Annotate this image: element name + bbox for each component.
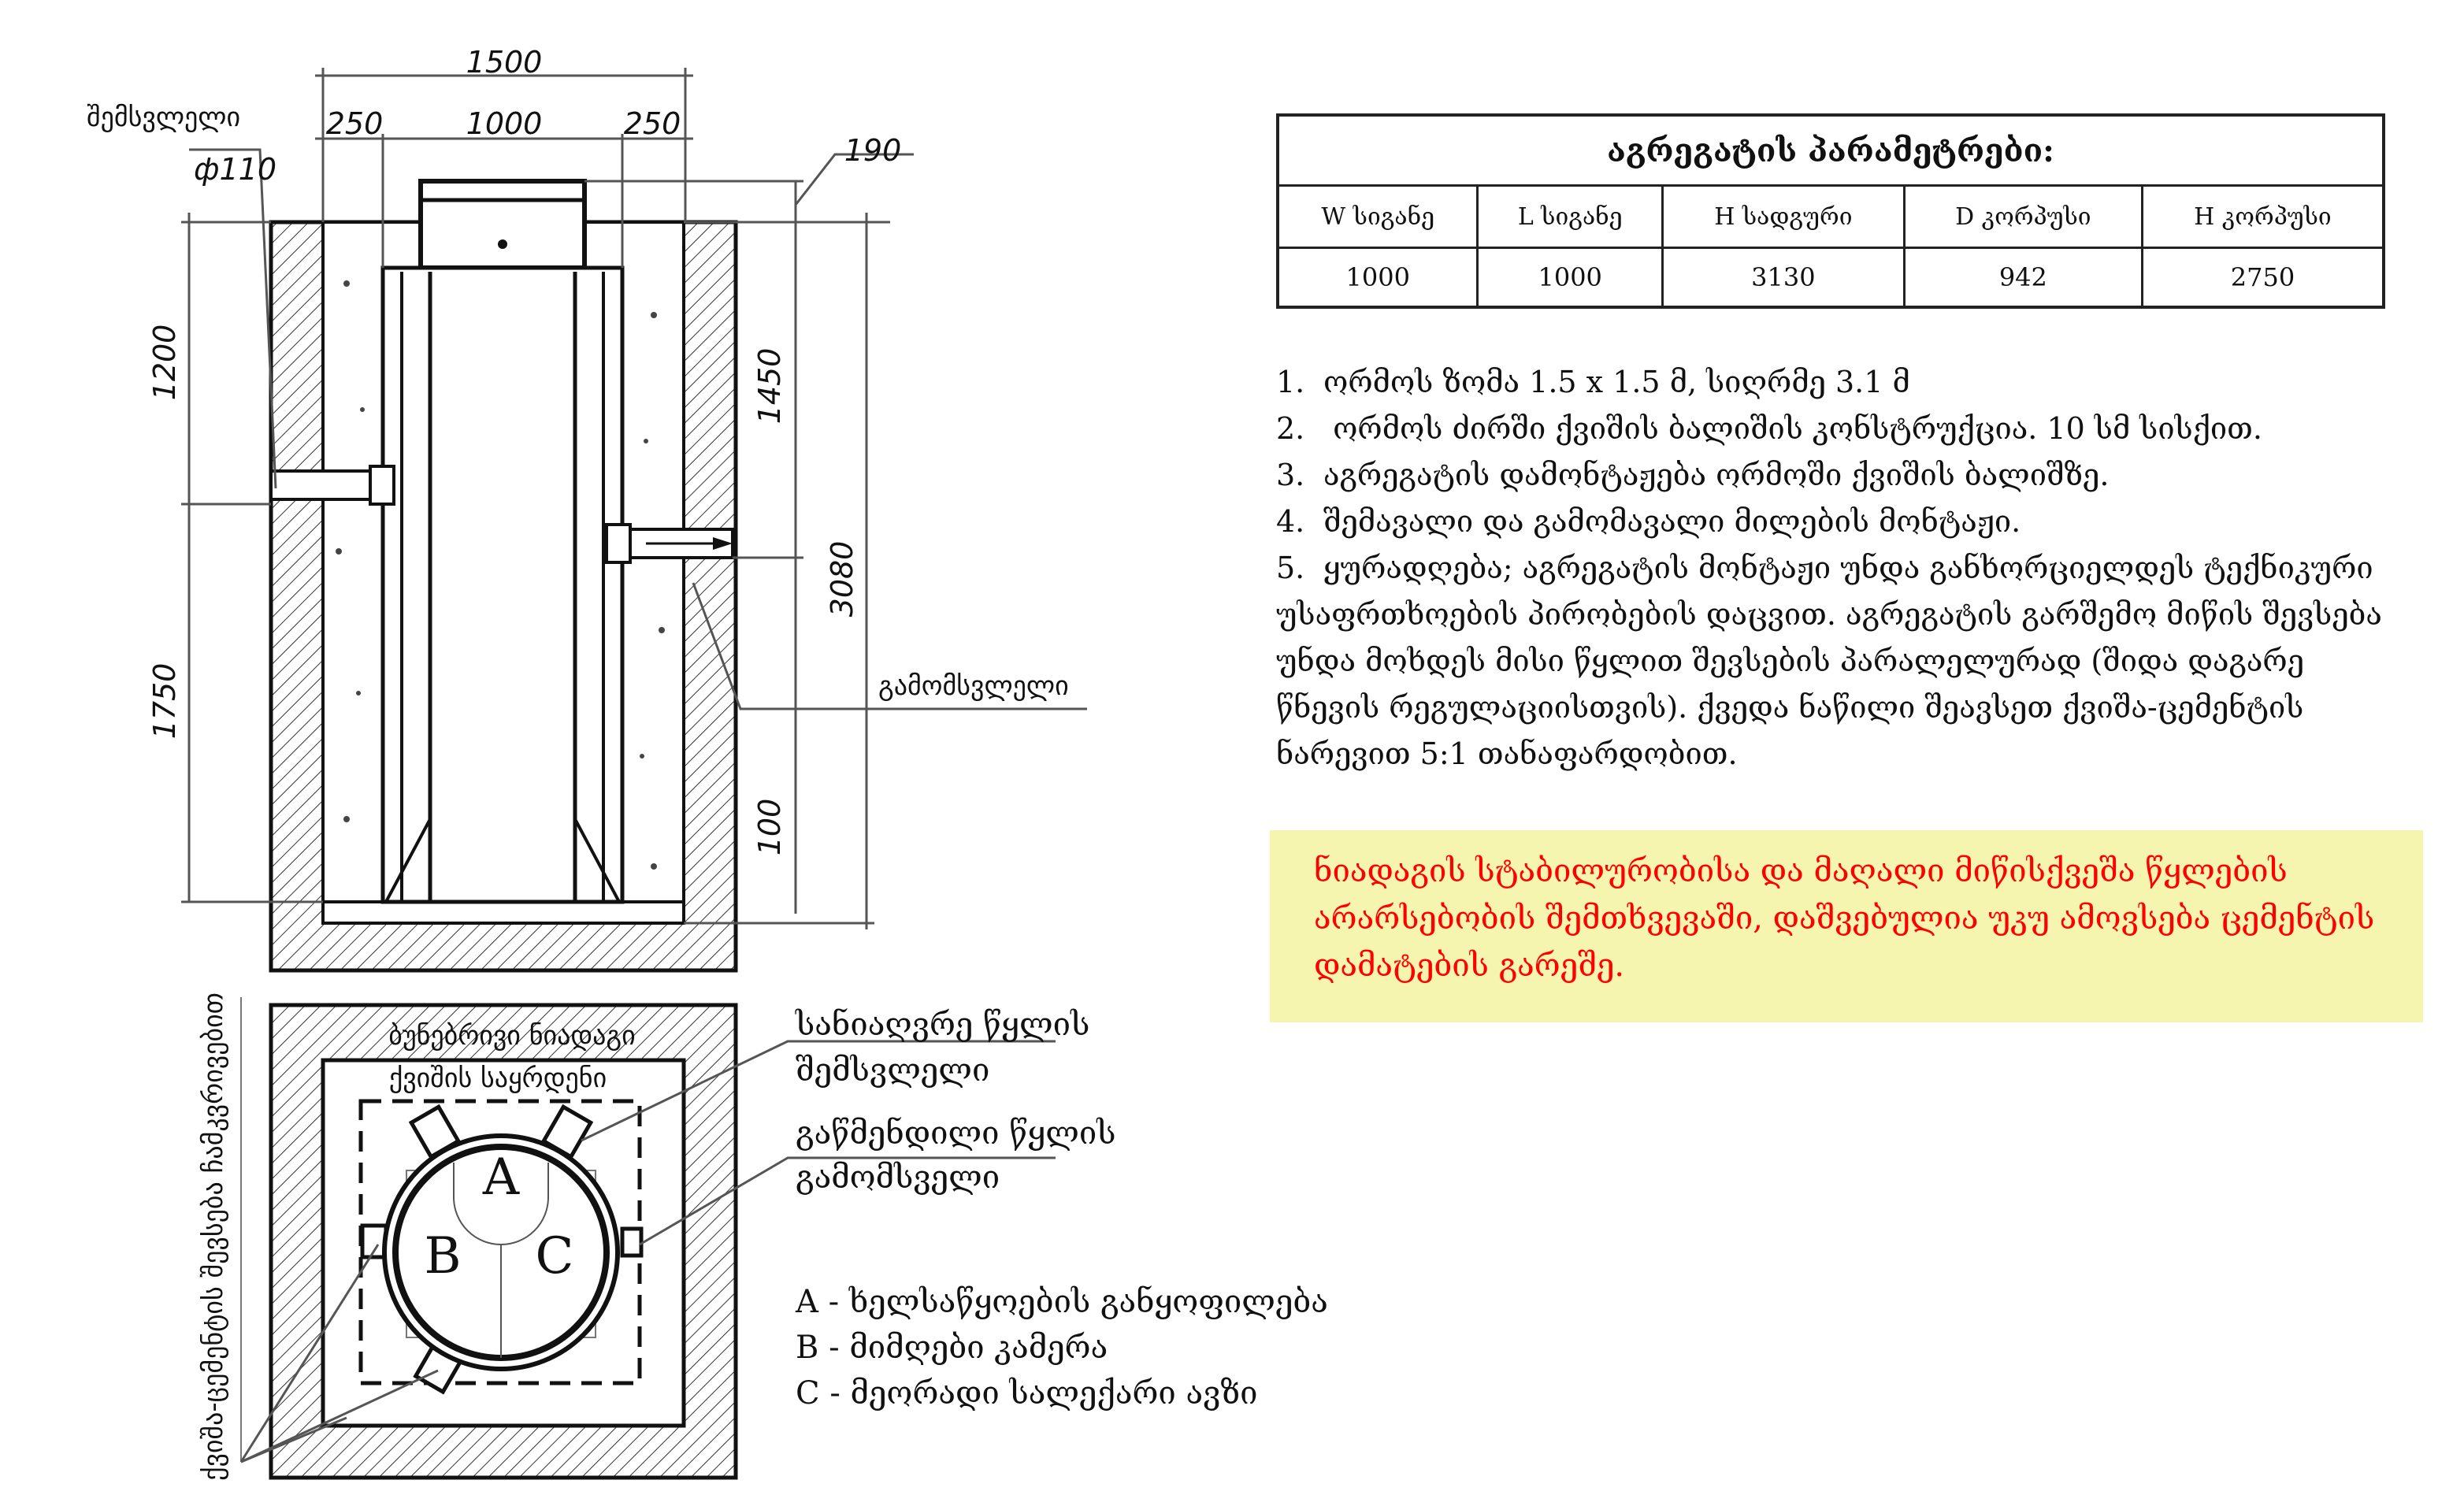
note-text: ორმოს ზომა 1.5 x 1.5 მ, სიღრმე 3.1 მ (1323, 365, 1910, 399)
dim-lower-left: 1750 (147, 663, 182, 740)
table-title: აგრეგატის პარამეტრები: (1276, 113, 2385, 187)
note-number: 2. (1276, 411, 1305, 446)
table-header: W სიგანე (1276, 184, 1479, 249)
dim-total-width: 1500 (466, 45, 543, 80)
pipe-diameter: ф110 (194, 152, 276, 187)
table-header: H სადგური (1661, 184, 1906, 249)
dim-side-left: 250 (326, 106, 384, 141)
natural-soil-label: ბუნებრივი ნიადაგი (388, 1020, 636, 1052)
outlet-label: გამომსვლელი (878, 670, 1069, 702)
note-text: შემავალი და გამომავალი მილების მონტაჟი. (1323, 504, 2021, 539)
dim-pipe-depth: 1450 (752, 348, 787, 425)
note-number: 3. (1276, 458, 1305, 492)
note-number: 4. (1276, 504, 1305, 539)
note-text: ყურადღება; აგრეგატის მონტაჟი უნდა განხორ… (1276, 551, 2382, 771)
tank-body (380, 265, 625, 904)
note-item: 3. აგრეგატის დამონტაჟება ორმოში ქვიშის ბა… (1276, 452, 2395, 499)
dimension-lines (181, 68, 1087, 929)
table-cell: 1000 (1476, 247, 1664, 309)
note-number: 5. (1276, 551, 1305, 585)
inlet-callout-line1: სანიაღვრე წყლის (795, 1007, 1089, 1043)
warning-box: ნიადაგის სტაბილურობისა და მაღალი მიწისქვ… (1270, 830, 2423, 1022)
note-item: 4. შემავალი და გამომავალი მილების მონტაჟი… (1276, 499, 2395, 545)
table-cell: 2750 (2140, 247, 2385, 309)
dim-side-right: 250 (624, 106, 681, 141)
legend-b: B - მიმღები კამერა (796, 1330, 1108, 1366)
compartment-a: A (482, 1148, 520, 1207)
dim-lid: 190 (844, 133, 902, 168)
leader-lines (239, 1040, 1056, 1463)
compartment-c: C (536, 1227, 574, 1285)
table-cell: 1000 (1276, 247, 1479, 309)
dim-total-depth: 3080 (825, 541, 859, 618)
dim-upper-left: 1200 (147, 325, 182, 401)
note-number: 1. (1276, 365, 1305, 399)
note-item: 2. ორმოს ძირში ქვიშის ბალიშის კონსტრუქცი… (1276, 406, 2395, 452)
aggregate-dots (336, 280, 665, 870)
compartment-b: B (424, 1227, 461, 1285)
table-row: 1000 1000 3130 942 2750 (1276, 247, 2385, 309)
table-header: H კორპუსი (2140, 184, 2385, 249)
legend-a: A - ხელსაწყოების განყოფილება (795, 1284, 1328, 1320)
tank-lid (418, 179, 587, 270)
note-item: 5.ყურადღება; აგრეგატის მონტაჟი უნდა განხ… (1276, 545, 2395, 777)
table-cell: 942 (1902, 247, 2143, 309)
plan-view: A B C ბუნებრივი ნიადაგი ქვიშის საყრდენი … (198, 992, 1328, 1481)
parameters-table: აგრეგატის პარამეტრები: W სიგანე L სიგანე… (1276, 113, 2385, 309)
outlet-callout-line1: გაწმენდილი წყლის (796, 1115, 1116, 1152)
backfill-label: ქვიშა-ცემენტის შევსება ჩამკვრივებით (198, 992, 229, 1481)
table-header: L სიგანე (1476, 184, 1664, 249)
table-cell: 3130 (1661, 247, 1906, 309)
section-view: 1500 250 1000 250 190 1200 1750 1450 308… (87, 45, 1087, 973)
inlet-label: შემსვლელი (87, 102, 240, 133)
table-header: D კორპუსი (1902, 184, 2143, 249)
note-text: აგრეგატის დამონტაჟება ორმოში ქვიშის ბალი… (1323, 458, 2110, 492)
warning-text: ნიადაგის სტაბილურობისა და მაღალი მიწისქვ… (1314, 853, 2375, 984)
note-item: 1. ორმოს ზომა 1.5 x 1.5 მ, სიღრმე 3.1 მ (1276, 359, 2395, 406)
dim-inner: 1000 (466, 106, 543, 141)
outlet-callout-line2: გამომსველი (796, 1159, 1000, 1196)
inlet-callout-line2: შემსვლელი (796, 1052, 989, 1089)
sand-base-label: ქვიშის საყრდენი (389, 1063, 607, 1094)
note-text: ორმოს ძირში ქვიშის ბალიშის კონსტრუქცია. … (1323, 411, 2262, 446)
installation-notes: 1. ორმოს ზომა 1.5 x 1.5 მ, სიღრმე 3.1 მ 2… (1276, 359, 2395, 777)
dim-base: 100 (752, 799, 787, 856)
legend-c: C - მეორადი სალექარი ავზი (796, 1375, 1258, 1411)
